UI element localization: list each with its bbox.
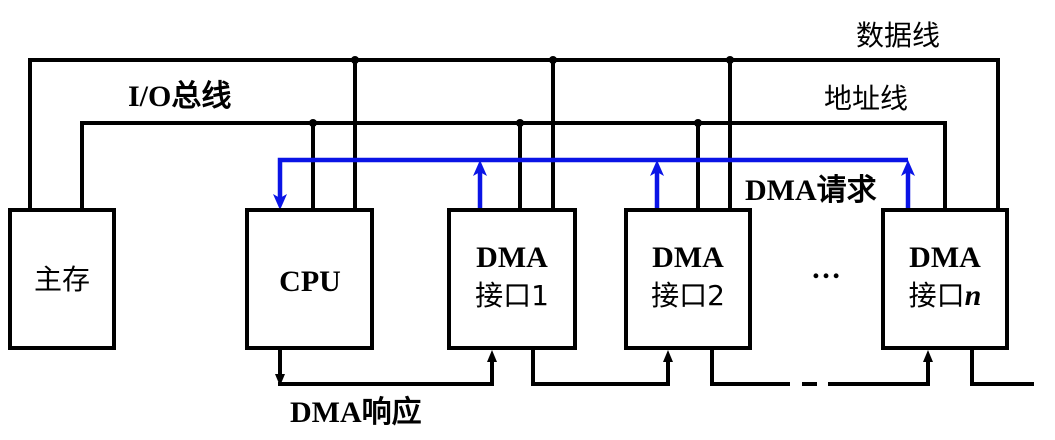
arrow-up-icon <box>650 160 664 176</box>
main-memory-label: 主存 <box>34 263 90 296</box>
dma-request-line <box>273 157 915 210</box>
arrow-up-icon <box>487 350 497 362</box>
main-memory-block: 主存 <box>8 208 116 350</box>
arrow-up-icon <box>473 160 487 176</box>
junction-dot <box>516 119 524 127</box>
dman-line2: 接口n <box>909 279 982 312</box>
dma1-line1: DMA <box>476 241 548 274</box>
junction-dot <box>726 56 734 64</box>
arrow-up-icon <box>923 350 933 362</box>
dma-request-label: DMA请求 <box>745 174 877 207</box>
address-bus <box>80 119 947 212</box>
dma-response-chain <box>275 330 1034 386</box>
dma2-line1: DMA <box>652 241 724 274</box>
dma1-line2: 接口1 <box>475 279 549 312</box>
arrow-up-icon <box>901 160 915 176</box>
arrow-down-icon <box>275 374 285 386</box>
junction-dot <box>694 119 702 127</box>
data-bus-label: 数据线 <box>856 19 940 52</box>
dma-response-label: DMA响应 <box>290 395 422 429</box>
io-bus-label: I/O总线 <box>128 80 231 113</box>
cpu-label: CPU <box>279 265 341 298</box>
address-bus-label: 地址线 <box>824 82 908 115</box>
junction-dot <box>549 56 557 64</box>
arrow-down-icon <box>273 194 287 210</box>
dma-interface-n: DMA 接口n <box>881 208 1009 350</box>
dma-interface-2: DMA 接口2 <box>624 208 752 350</box>
cpu-block: CPU <box>245 208 374 350</box>
dma2-line2: 接口2 <box>651 279 725 312</box>
junction-dot <box>351 56 359 64</box>
dman-line1: DMA <box>909 241 981 274</box>
dma-interface-1: DMA 接口1 <box>447 208 577 350</box>
arrow-up-icon <box>663 350 673 362</box>
data-bus <box>28 56 1000 212</box>
ellipsis: … <box>811 252 841 285</box>
junction-dot <box>309 119 317 127</box>
